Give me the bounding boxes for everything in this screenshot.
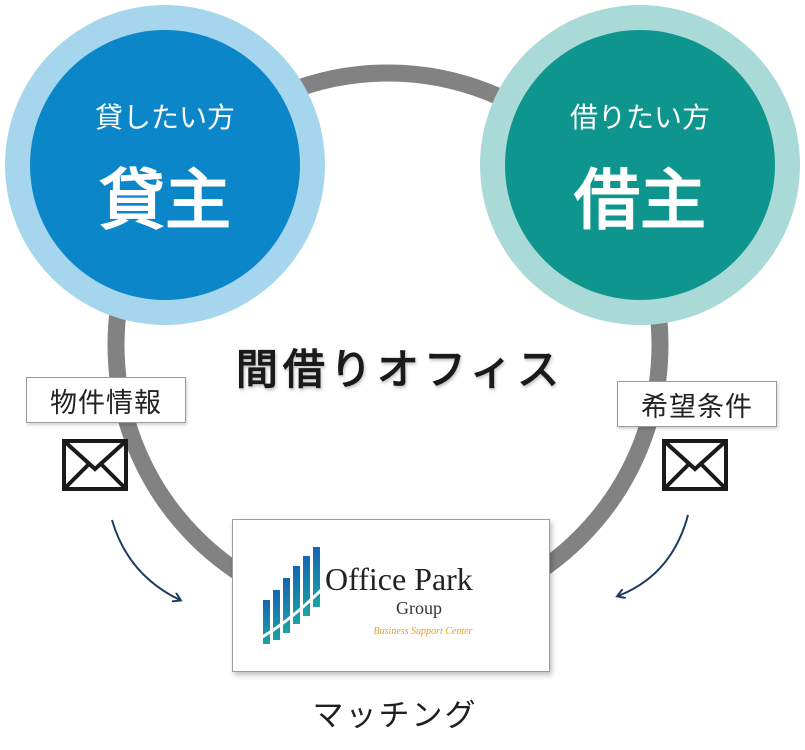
envelope-icon [62, 439, 128, 491]
envelope-icon [662, 439, 728, 491]
logo-group: Group [396, 598, 442, 618]
borrower-subtitle: 借りたい方 [570, 101, 710, 134]
lender-node: 貸したい方 貸主 [5, 5, 325, 325]
center-title: 間借りオフィス [235, 345, 565, 394]
desired-conditions-tag: 希望条件 [617, 381, 777, 427]
borrower-node: 借りたい方 借主 [480, 5, 800, 325]
arrow-right-icon [618, 514, 689, 596]
matching-label: マッチング [312, 698, 478, 734]
borrower-inner-circle [505, 30, 775, 300]
logo-name: Office Park [325, 561, 473, 597]
office-park-logo: Office Park Group Business Support Cente… [256, 547, 473, 644]
logo-tagline: Business Support Center [374, 626, 473, 637]
arrow-left-icon [111, 519, 180, 600]
lender-subtitle: 貸したい方 [95, 101, 235, 134]
lender-title: 貸主 [99, 162, 231, 239]
borrower-title: 借主 [573, 162, 706, 239]
office-park-logo-box: Office Park Group Business Support Cente… [232, 519, 550, 672]
lender-inner-circle [30, 30, 300, 300]
property-info-tag: 物件情報 [26, 377, 186, 423]
logo-bars-icon [256, 547, 335, 644]
